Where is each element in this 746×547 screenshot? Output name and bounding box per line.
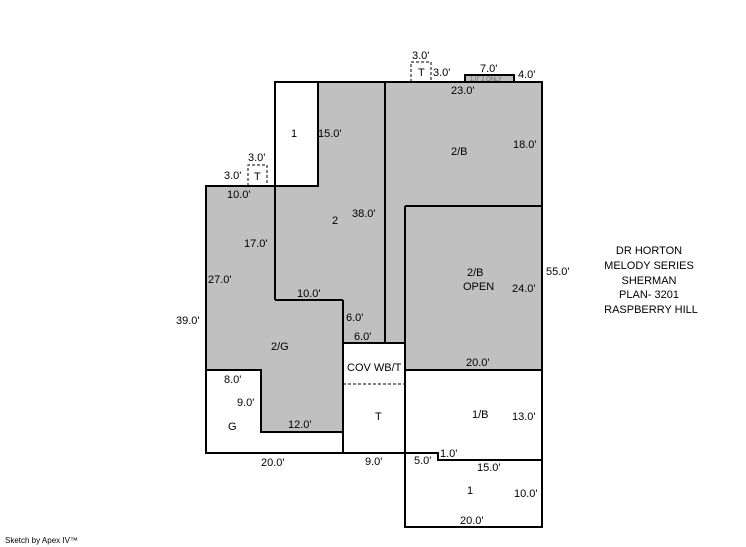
room-label: COV WB/T: [347, 362, 402, 374]
t-top-box: [410, 61, 432, 82]
dimension: 20.0': [466, 357, 490, 369]
dimension: 15.0': [477, 462, 501, 474]
dimension: 6.0': [346, 312, 363, 324]
room-label: 2/B: [451, 146, 468, 158]
title-line: PLAN- 3201: [619, 289, 679, 301]
dimension: 23.0': [451, 85, 475, 97]
dimension: 10.0': [514, 488, 538, 500]
dimension: 20.0': [460, 515, 484, 527]
dimension: 10.0': [227, 189, 251, 201]
room-1-top: [275, 82, 318, 186]
dimension: 3.0': [433, 67, 450, 79]
dimension: 4.0': [518, 69, 535, 81]
dimension: 55.0': [546, 266, 570, 278]
dimension: 7.0': [480, 63, 497, 75]
title-line: MELODY SERIES: [604, 260, 694, 272]
dimension: 18.0': [513, 139, 537, 151]
room-label: OPEN: [463, 281, 494, 293]
room-label: T: [375, 411, 382, 423]
t-left-box: [247, 164, 268, 186]
dimension: 24.0': [512, 283, 536, 295]
room-label: 1/B: [472, 409, 489, 421]
wall: [405, 452, 542, 461]
gray-area-upper: [206, 82, 542, 432]
room-label: G: [228, 421, 237, 433]
title-line: RASPBERRY HILL: [604, 304, 698, 316]
dimension: 12.0': [288, 419, 312, 431]
room-label: 1: [291, 128, 297, 140]
dimension: 6.0': [354, 331, 371, 343]
title-line: SHERMAN: [621, 275, 676, 287]
dimension: 8.0': [224, 374, 241, 386]
bump-label: 1.0' 2 ONLY: [470, 77, 502, 83]
title-line: DR HORTON: [616, 245, 682, 257]
dimension: 17.0': [244, 238, 268, 250]
dimension: 15.0': [318, 128, 342, 140]
room-label: 1: [467, 485, 473, 497]
room-label: 2: [332, 215, 338, 227]
room-label: T: [418, 67, 425, 79]
dimension: 39.0': [176, 315, 200, 327]
room-label: 2/B: [467, 267, 484, 279]
title-block: DR HORTON MELODY SERIES SHERMAN PLAN- 32…: [604, 245, 698, 316]
dimension: 13.0': [512, 411, 536, 423]
dimension: 9.0': [237, 397, 254, 409]
room-label: 2/G: [271, 341, 289, 353]
dimension: 3.0': [224, 170, 241, 182]
dimension: 10.0': [297, 288, 321, 300]
dimension: 5.0': [414, 455, 431, 467]
footer-credit: Sketch by Apex IV™: [5, 536, 78, 545]
dimension: 27.0': [208, 274, 232, 286]
dimension: 1.0': [440, 448, 457, 460]
dimension: 20.0': [261, 457, 285, 469]
room-label: T: [254, 171, 261, 183]
dimension: 38.0': [352, 208, 376, 220]
dimension: 9.0': [365, 456, 382, 468]
dimension: 3.0': [412, 50, 429, 62]
dimension: 3.0': [248, 152, 265, 164]
wall: [206, 369, 343, 433]
